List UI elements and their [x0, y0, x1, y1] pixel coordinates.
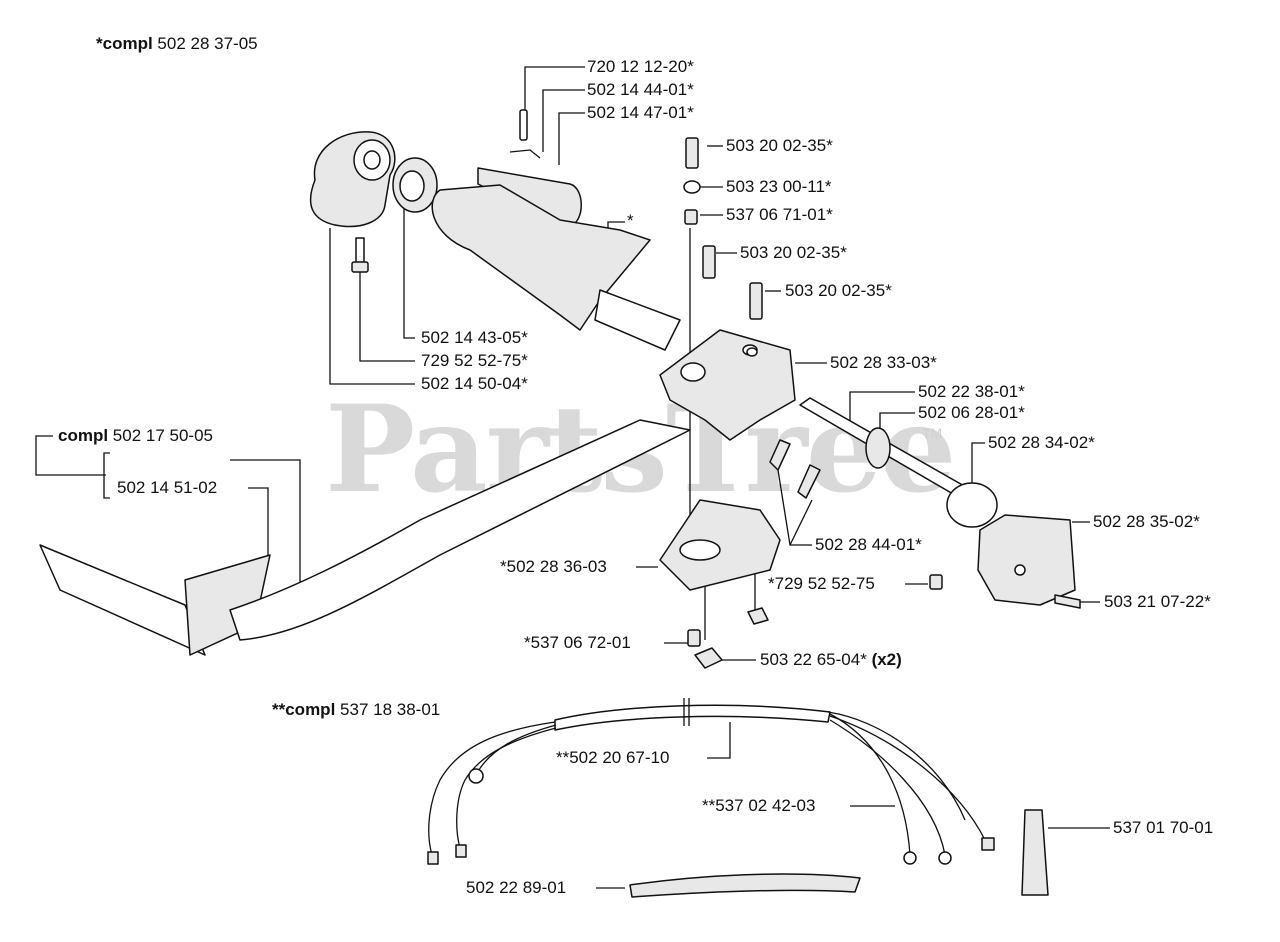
- label-502-28-35-02: 502 28 35-02*: [1093, 512, 1200, 531]
- label-503-21-07-22: 503 21 07-22*: [1104, 592, 1211, 611]
- label-729-52-52-75: 729 52 52-75*: [421, 351, 528, 370]
- label-502-28-34-02: 502 28 34-02*: [988, 433, 1095, 452]
- label-star: *: [627, 211, 634, 230]
- label-502-14-47-01: 502 14 47-01*: [587, 103, 694, 122]
- label-502-22-89-01: 502 22 89-01: [466, 878, 567, 897]
- label-503-20-02-35-b: 503 20 02-35*: [740, 243, 847, 262]
- shaft-and-cover: [799, 397, 1081, 609]
- label-502-28-44-01: 502 28 44-01*: [815, 535, 922, 554]
- cable-harness: [427, 698, 1049, 898]
- label-502-06-28-01: 502 06 28-01*: [918, 403, 1025, 422]
- label-compl-top: *compl 502 28 37-05: [96, 34, 258, 53]
- label-537-06-71-01: 537 06 71-01*: [726, 205, 833, 224]
- label-537-01-70-01: 537 01 70-01: [1113, 818, 1214, 837]
- label-537-06-72-01: *537 06 72-01: [524, 633, 631, 652]
- watermark-trademark: TM: [922, 425, 943, 441]
- label-502-22-38-01: 502 22 38-01*: [918, 382, 1025, 401]
- label-502-14-44-01: 502 14 44-01*: [587, 80, 694, 99]
- label-502-28-33-03: 502 28 33-03*: [830, 353, 937, 372]
- label-502-14-43-05: 502 14 43-05*: [421, 328, 528, 347]
- label-503-22-65-04: 503 22 65-04* (x2): [760, 650, 902, 669]
- handle-tube: [39, 419, 691, 656]
- label-502-14-50-04: 502 14 50-04*: [421, 374, 528, 393]
- label-502-28-36-03: *502 28 36-03: [500, 557, 607, 576]
- label-729-52-52-75-b: *729 52 52-75: [768, 574, 875, 593]
- throttle-trigger-assembly: [309, 109, 681, 351]
- label-502-14-51-02: 502 14 51-02: [117, 478, 218, 497]
- label-503-20-02-35-c: 503 20 02-35*: [785, 281, 892, 300]
- label-720-12-12-20: 720 12 12-20*: [587, 57, 694, 76]
- label-compl-bottom: **compl 537 18 38-01: [272, 700, 441, 719]
- clamp-bracket: [659, 137, 821, 669]
- label-503-20-02-35-a: 503 20 02-35*: [726, 136, 833, 155]
- label-compl-mid: compl 502 17 50-05: [58, 426, 213, 445]
- label-537-02-42-03: **537 02 42-03: [702, 796, 816, 815]
- label-502-20-67-10: **502 20 67-10: [556, 748, 670, 767]
- label-503-23-00-11: 503 23 00-11*: [726, 177, 832, 196]
